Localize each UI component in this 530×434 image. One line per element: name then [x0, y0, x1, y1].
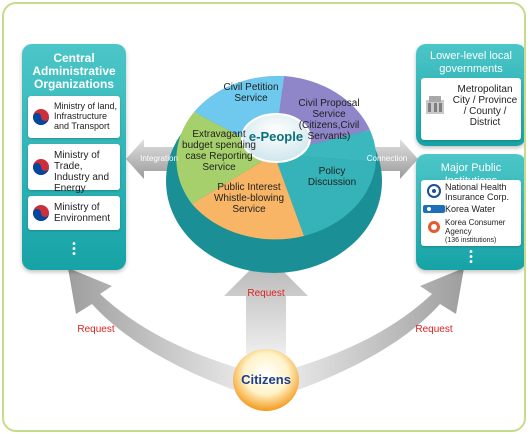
civil-proposal-title: Civil Proposal Service [298, 98, 360, 120]
request-arrow-left [68, 268, 238, 390]
ministry-label-2: Ministry of Trade, Industry and Energy [54, 150, 110, 194]
kca-sub: (136 institutions) [445, 237, 497, 244]
citizens-label: Citizens [241, 372, 291, 387]
connection-label: Connection [366, 154, 408, 163]
citizens-badge [233, 349, 299, 411]
korea-emblem-icon [31, 203, 51, 223]
government-building-icon [425, 94, 445, 116]
integration-label: Integration [140, 154, 178, 163]
local-government-label: Metropolitan City / Province / County / … [452, 84, 518, 128]
local-governments-panel: Lower-level local governments Metropolit… [416, 44, 524, 146]
public-institutions-panel: Major Public Institutions National Healt… [416, 154, 524, 270]
request-label-right: Request [415, 324, 453, 335]
more-dots-icon: ••• [469, 247, 473, 268]
ministry-card-1: Ministry of land, Infrastructure and Tra… [28, 96, 120, 138]
diagram-graphics [68, 75, 464, 411]
segment-extravagant [176, 112, 274, 204]
korea-emblem-icon [31, 107, 51, 127]
local-government-card: Metropolitan City / Province / County / … [421, 78, 521, 140]
central-administrative-panel: Central Administrative Organizations Min… [22, 44, 126, 270]
nhis-label: National Health Insurance Corp. [445, 182, 510, 202]
kca-name: Korea Consumer Agency [445, 218, 506, 236]
request-label-left: Request [77, 324, 115, 335]
policy-label: Policy Discussion [307, 166, 357, 188]
kca-logo-icon [427, 220, 441, 234]
hub-label: e-People [248, 129, 304, 144]
public-institutions-card: National Health Insurance Corp. Korea Wa… [421, 180, 521, 246]
civil-petition-label: Civil Petition Service [223, 82, 279, 104]
ministry-label-3: Ministry of Environment [54, 202, 111, 224]
kwater-logo-icon [423, 204, 445, 214]
request-label-up: Request [247, 288, 285, 299]
civil-proposal-label: Civil Proposal Service (Citizens,Civil S… [296, 98, 362, 142]
kwater-label: Korea Water [445, 204, 496, 214]
ministry-card-2: Ministry of Trade, Industry and Energy [28, 144, 120, 194]
diagram-frame: Civil Petition Service Civil Proposal Se… [2, 2, 526, 432]
extravagant-label: Extravagant budget spending case Reporti… [182, 129, 256, 173]
request-arrow-right [294, 268, 464, 390]
nhis-logo-icon [427, 184, 441, 198]
segment-whistle [192, 154, 304, 240]
korea-emblem-icon [31, 157, 51, 177]
more-dots-icon: ••• [72, 239, 76, 260]
request-arrow-up [224, 254, 308, 354]
hub-circle [241, 113, 311, 163]
whistle-label: Public Interest Whistle-blowing Service [213, 182, 285, 215]
ministry-label-1: Ministry of land, Infrastructure and Tra… [54, 101, 118, 131]
ministry-card-3: Ministry of Environment [28, 196, 120, 230]
kca-label: Korea Consumer Agency (136 institutions) [445, 218, 519, 245]
civil-proposal-sub: (Citizens,Civil Servants) [298, 120, 360, 142]
segment-policy-lower [274, 154, 376, 236]
central-administrative-title: Central Administrative Organizations [32, 51, 116, 91]
local-governments-title: Lower-level local governments [430, 50, 512, 75]
